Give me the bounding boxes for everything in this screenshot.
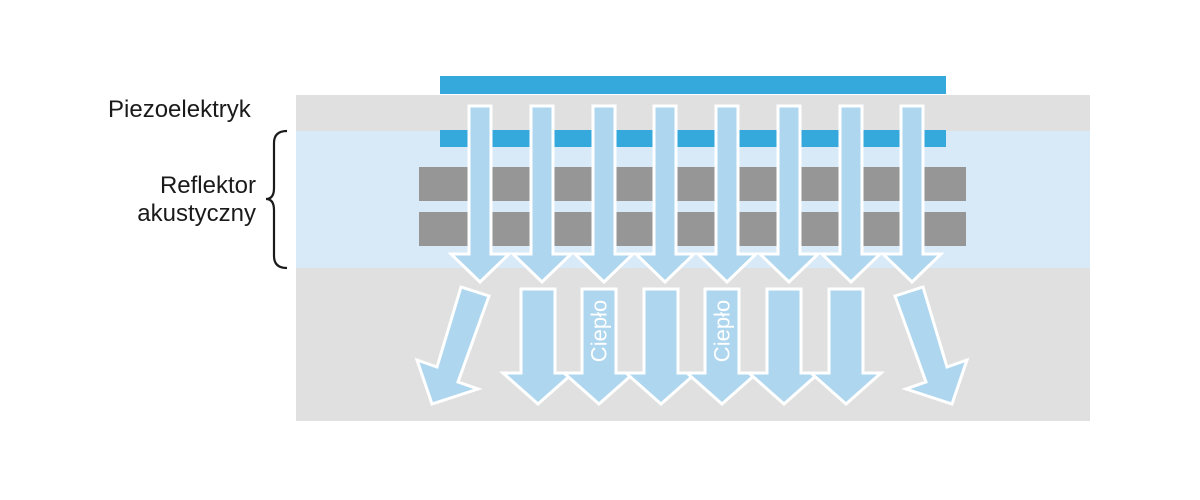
heat-label-2: Ciepło — [710, 300, 735, 362]
wave-arrow-1 — [447, 104, 513, 285]
wave-arrow-5 — [694, 104, 760, 285]
wave-arrow-2 — [509, 104, 575, 285]
heat-arrow-6 — [807, 287, 885, 407]
heat-arrow-5 — [745, 287, 823, 407]
acoustic-reflector-label: Reflektor akustyczny — [110, 172, 256, 228]
mirror-layer-2 — [419, 212, 966, 246]
piezoelectric-label: Piezoelektryk — [108, 96, 251, 123]
heat-arrow-left-diagonal — [414, 285, 491, 406]
heat-arrow-4 — [683, 287, 761, 407]
heat-arrow-2 — [560, 287, 638, 407]
heat-labels: Ciepło Ciepło — [587, 300, 735, 362]
wave-arrow-6 — [756, 104, 822, 285]
mirror-layer-1 — [419, 167, 966, 201]
wave-arrow-7 — [818, 104, 884, 285]
reflector-brace — [265, 129, 288, 270]
heat-arrow-3 — [622, 287, 700, 407]
acoustic-reflector-label-line2: akustyczny — [137, 200, 256, 227]
acoustic-wave-arrows — [447, 104, 945, 285]
wave-arrow-3 — [571, 104, 637, 285]
heat-arrow-1 — [499, 287, 577, 407]
heat-arrows — [414, 285, 970, 407]
heat-arrow-right-diagonal — [893, 285, 970, 406]
acoustic-reflector-label-line1: Reflektor — [159, 172, 256, 199]
heat-label-1: Ciepło — [587, 300, 612, 362]
bottom-electrode — [440, 130, 946, 147]
wave-arrow-8 — [879, 104, 945, 285]
top-electrode — [440, 76, 946, 94]
wave-arrow-4 — [632, 104, 698, 285]
